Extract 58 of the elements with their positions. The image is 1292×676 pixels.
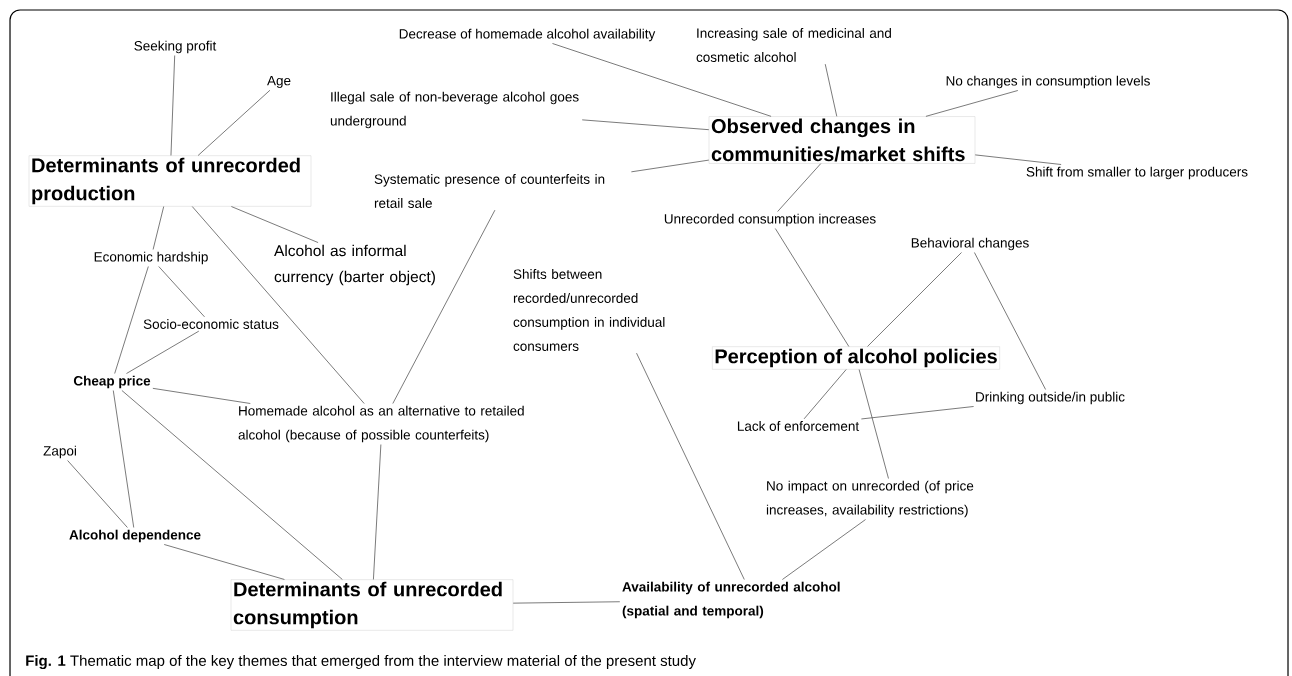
connector-line [630,159,710,173]
connector-line [782,519,866,580]
code-label: Shift from smaller to larger producers [1026,166,1248,180]
connector-line [636,352,745,580]
connector-line [121,390,343,580]
connector-line [974,252,1046,390]
connector-line [152,206,165,250]
subtheme-label: Alcohol dependence [69,529,201,543]
connector-line [373,444,382,580]
connector-line [777,163,822,212]
code-label: Illegal sale of non-beverage alcohol goes underground [330,91,579,129]
connector-line [67,460,128,528]
theme-box: Determinants of unrecorded production [28,155,312,207]
code-label: Unrecorded consumption increases [664,213,876,227]
theme-box: Perception of alcohol policies [712,346,1000,370]
connector-line [803,369,847,420]
code-label: Behavioral changes [911,237,1029,251]
code-label: Decrease of homemade alcohol availability [399,28,656,42]
connector-line [170,55,176,156]
connector-line [163,544,285,580]
connector-line [858,369,889,479]
connector-line [925,90,1019,117]
figure-caption: Fig. 1 Thematic map of the key themes that emerged from the interview material of the present study [26,654,696,669]
connector-line [112,390,135,528]
connector-line [974,154,1062,165]
connector-line [867,252,962,347]
code-label: Socio-economic status [143,319,279,329]
connector-line [114,266,149,374]
connector-line [581,119,710,131]
code-label: Homemade alcohol as an alternative to retailed alcohol (because of possible counterfeits) [238,405,524,443]
code-label: Alcohol as informal currency (barter object) [274,244,435,286]
connector-line [191,206,365,404]
connector-line [824,63,838,117]
connector-line [552,43,772,117]
code-label: Age [267,75,291,89]
code-label: Economic hardship [94,251,208,265]
connector-line [197,89,271,156]
connector-line [126,330,200,374]
theme-box: Determinants of unrecorded consumption [230,579,514,631]
code-label: Increasing sale of medicinal and cosmetic alcohol [696,28,891,62]
theme-box: Observed changes in communities/market shifts [708,116,976,164]
code-label: Drinking outside/in public [976,391,1125,405]
connector-line [230,206,319,243]
subtheme-label: Cheap price [73,375,151,389]
subtheme-label: Availability of unrecorded alcohol (spatial and temporal) [622,581,840,619]
connector-line [392,209,496,404]
code-label: Seeking profit [134,40,217,54]
code-label: Zapoi [43,445,76,459]
connector-line [860,406,974,420]
connector-line [774,228,850,347]
connector-line [158,266,205,318]
code-label: No changes in consumption levels [946,75,1150,89]
code-label: Systematic presence of counterfeits in retail sale [374,174,605,208]
connector-line [512,601,621,604]
code-label: Shifts between recorded/unrecorded consumption in individual consumers [513,269,665,351]
connector-line [152,387,251,404]
code-label: No impact on unrecorded (of price increases, availability restrictions) [766,480,974,518]
code-label: Lack of enforcement [737,421,860,431]
